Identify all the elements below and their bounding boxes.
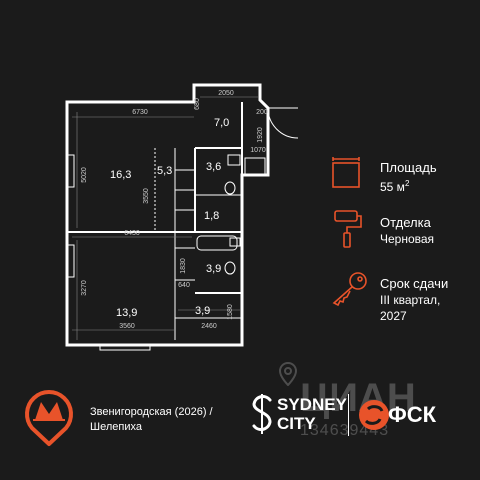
room-living-area: 16,3 (110, 169, 131, 181)
room-bedroom-area: 13,9 (116, 307, 137, 319)
room-closet-area: 3,9 (195, 305, 210, 317)
brand-sydney: SYDNEY CITY (277, 395, 347, 433)
dim-left-height: 5020 (81, 167, 88, 183)
room-bath-top-area: 3,6 (206, 161, 221, 173)
sink-top (227, 154, 241, 166)
dim-top-right: 2050 (218, 90, 234, 97)
dim-bath-width: 1070 (250, 147, 266, 154)
sydney-city-logo-icon (252, 394, 272, 434)
finish-label: Отделка (380, 215, 431, 230)
metro-logo-icon (25, 390, 73, 446)
dim-bedroom-width: 3560 (119, 323, 135, 330)
dim-top-small: 680 (194, 98, 201, 110)
area-unit-sup: 2 (404, 179, 410, 188)
dim-kitchen-height: 3550 (143, 188, 150, 204)
dim-closet-height: 1580 (227, 304, 234, 320)
bathtub (196, 235, 238, 251)
area-label: Площадь (380, 160, 437, 175)
dim-bedroom-height: 3270 (81, 280, 88, 296)
room-kitchen-area: 5,3 (157, 165, 172, 177)
entry-door (267, 107, 299, 139)
dim-corridor-height: 1830 (180, 258, 187, 274)
brand-sydney-line1: SYDNEY (277, 395, 347, 414)
metro-line2: Шелепиха (90, 421, 142, 433)
brand-divider (348, 394, 349, 436)
dim-top-left: 6730 (132, 109, 148, 116)
room-corridor-area: 1,8 (204, 210, 219, 222)
outer-wall (65, 83, 270, 347)
toilet-mid (224, 261, 236, 275)
dim-closet-width: 2460 (201, 323, 217, 330)
deadline-value-line1: III квартал, (380, 293, 441, 307)
window-left-top (65, 154, 75, 188)
room-bath-mid-area: 3,9 (206, 263, 221, 275)
toilet-top (224, 181, 236, 195)
room-hall-top-area: 7,0 (214, 117, 229, 129)
metro-line1: Звенигородская (2026) / (90, 406, 213, 418)
fsk-logo-icon (359, 400, 389, 430)
brand-sydney-line2: CITY (277, 414, 316, 433)
deadline-value-line2: 2027 (380, 309, 407, 323)
key-icon (332, 272, 367, 307)
area-value-text: 55 м (380, 180, 405, 194)
dim-entry: 200 (256, 109, 268, 116)
watermark-brand: ЦИАН (300, 376, 416, 420)
window-left-bottom (65, 244, 75, 278)
metro-station: Звенигородская (2026) / Шелепиха (90, 405, 213, 435)
location-pin-icon (278, 362, 298, 386)
sink-mid (229, 237, 241, 247)
brand-fsk: ФСК (388, 402, 437, 427)
deadline-label: Срок сдачи (380, 276, 449, 291)
finish-value: Черновая (380, 232, 435, 246)
area-value: 55 м2 (380, 175, 409, 196)
dim-mid-width: 6430 (124, 230, 140, 237)
area-icon (332, 157, 360, 188)
dim-small-width: 640 (178, 282, 190, 289)
window-bottom (99, 343, 151, 351)
dim-entry-vertical: 1920 (257, 127, 264, 143)
vent-shaft (244, 157, 266, 175)
paint-roller-icon (334, 210, 362, 248)
